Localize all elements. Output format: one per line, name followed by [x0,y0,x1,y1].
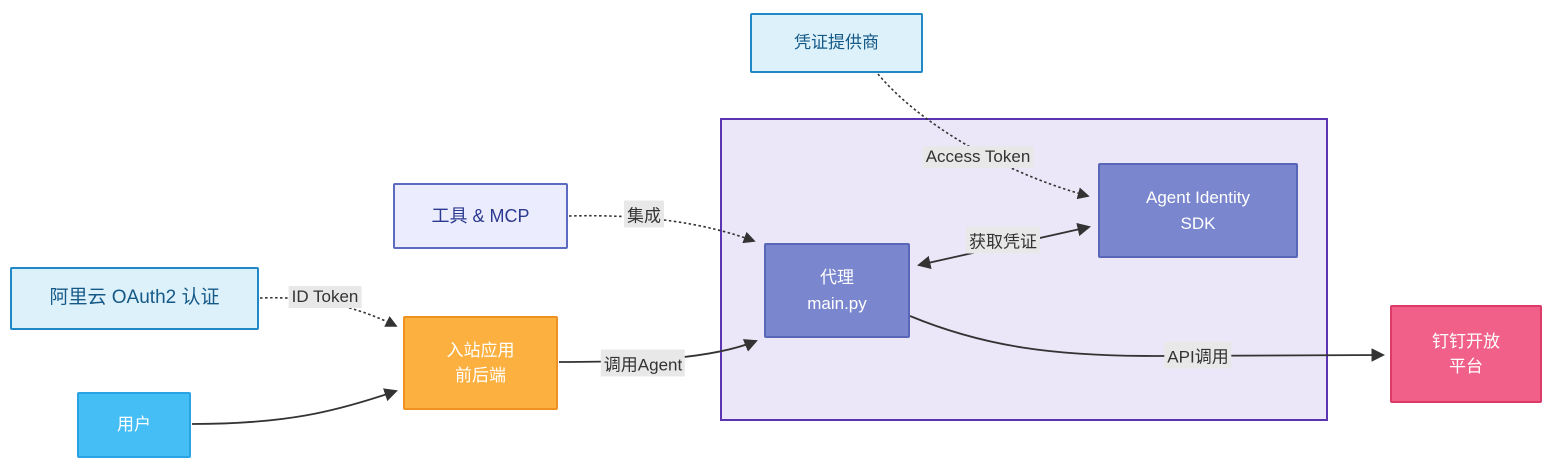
node-user-label: 用户 [117,415,151,435]
node-agent-sdk: Agent Identity SDK [1098,163,1298,258]
node-inbound-app-line2: 前后端 [455,366,506,385]
edge-id-token [259,296,398,327]
edge-integration [568,214,756,244]
node-agent-main-line2: main.py [807,293,867,313]
node-credential-provider-label: 凭证提供商 [794,33,879,53]
node-dingtalk: 钉钉开放 平台 [1390,305,1542,403]
node-dingtalk-line2: 平台 [1449,357,1483,376]
edge-label-get-credential: 获取凭证 [966,226,1040,254]
edge-label-invoke-agent: 调用Agent [600,349,686,377]
node-aliyun-oauth: 阿里云 OAuth2 认证 [10,267,259,330]
node-inbound-app: 入站应用 前后端 [403,316,558,410]
edge-label-api-call: API调用 [1164,341,1232,369]
node-user: 用户 [77,392,191,458]
edge-api-call [909,315,1386,362]
node-agent-sdk-line1: Agent Identity [1146,188,1250,207]
edge-label-access-token: Access Token [922,146,1034,168]
edge-access-token [877,73,1090,200]
node-tools-mcp: 工具 & MCP [393,183,568,249]
node-dingtalk-line1: 钉钉开放 [1432,331,1500,351]
edge-label-id-token: ID Token [288,286,362,308]
node-agent-main: 代理 main.py [764,243,910,338]
node-agent-main-line1: 代理 [820,268,854,287]
node-tools-mcp-label: 工具 & MCP [431,205,530,226]
node-agent-sdk-line2: SDK [1180,213,1216,233]
node-inbound-app-line1: 入站应用 [446,340,515,360]
node-aliyun-oauth-label: 阿里云 OAuth2 认证 [49,287,220,309]
edge-user-inbound [191,388,398,425]
edge-label-integration: 集成 [624,200,664,228]
node-credential-provider: 凭证提供商 [750,13,923,73]
